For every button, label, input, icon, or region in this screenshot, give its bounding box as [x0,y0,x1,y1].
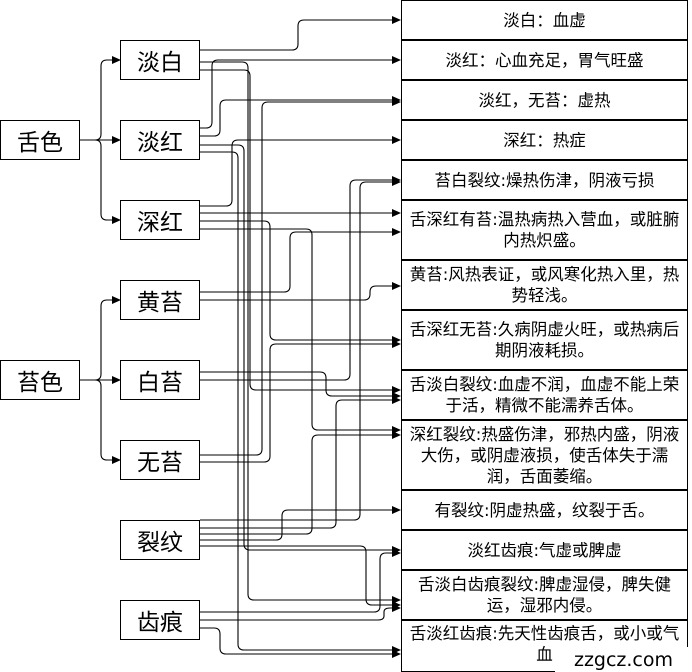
result-text: 深红：热症 [503,130,586,150]
result-text: 淡白：血虚 [503,10,586,30]
category-label: 苔色 [17,370,63,396]
result-box: 淡红，无苔：虚热 [401,80,688,120]
feature-label: 黄苔 [137,290,183,316]
result-box: 舌深红有苔:温热病热入营血，或脏腑内热炽盛。 [401,200,688,260]
edge-none-r3 [200,98,401,456]
result-box: 苔白裂纹:燥热伤津，阴液亏损 [401,160,688,200]
edge-tongue-pale [80,56,121,141]
result-box: 深红：热症 [401,120,688,160]
result-text: 舌淡白裂纹:血虚不润，血虚不能上荣于活，精微不能濡养舌体。 [409,375,680,415]
result-text: 淡红齿痕:气虚或脾虚 [467,540,622,560]
edge-fissure-r10 [200,431,401,535]
edge-coating-yellow [80,296,121,381]
result-text: 黄苔:风热表证，或风寒化热入里，热势轻浅。 [409,265,680,305]
edge-teeth-r14 [200,627,401,658]
result-box: 淡白：血虚 [401,0,688,40]
feature-pale: 淡白 [120,40,200,80]
feature-label: 无苔 [137,450,183,476]
edge-lightred-r3 [200,96,401,137]
edge-deepred-r4 [200,136,401,207]
edge-white-r5 [200,176,401,381]
edge-teeth-r12 [200,549,401,613]
edge-deepred-r8 [200,220,401,344]
feature-light-red: 淡红 [120,120,200,160]
edge-yellow-r7 [200,282,401,301]
feature-fissure: 裂纹 [120,520,200,560]
feature-yellow-coating: 黄苔 [120,280,200,320]
category-tongue-color: 舌色 [0,120,80,160]
result-text: 有裂纹:阴虚热盛，纹裂于舌。 [434,500,655,520]
result-box: 舌淡红齿痕:先天性齿痕舌，或小或气血 [401,620,688,672]
result-box: 黄苔:风热表证，或风寒化热入里，热势轻浅。 [401,260,688,310]
feature-no-coating: 无苔 [120,440,200,480]
edge-lightred-r12 [200,144,401,554]
edge-yellow-r6 [200,228,401,293]
category-label: 舌色 [17,130,63,156]
feature-white-coating: 白苔 [120,360,200,400]
result-box: 舌淡白裂纹:血虚不润，血虚不能上荣于活，精微不能濡养舌体。 [401,370,688,420]
result-box: 舌淡白齿痕裂纹:脾虚湿侵，脾失健运，湿邪内侵。 [401,570,688,620]
result-text: 舌淡白齿痕裂纹:脾虚湿侵，脾失健运，湿邪内侵。 [417,575,672,615]
edge-pale-r9 [200,69,401,394]
result-box: 淡红：心血充足，胃气旺盛 [401,40,688,80]
edge-none-r8 [200,340,401,463]
feature-label: 深红 [137,210,183,236]
result-text: 舌深红无苔:久病阴虚火旺，或热病后期阴液耗损。 [409,320,680,360]
edge-teeth-r13 [200,604,401,621]
result-box: 有裂纹:阴虚热盛，纹裂于舌。 [401,490,688,530]
edge-fissure-r13 [200,545,401,609]
feature-label: 淡白 [137,50,183,76]
feature-label: 裂纹 [137,530,183,556]
feature-label: 齿痕 [137,610,183,636]
feature-label: 淡红 [137,130,183,156]
feature-teeth-marks: 齿痕 [120,600,200,640]
result-text: 淡红，无苔：虚热 [478,90,611,110]
edge-coating-none [80,379,121,464]
watermark: zzgcz.com [555,647,692,672]
result-box: 舌深红无苔:久病阴虚火旺，或热病后期阴液耗损。 [401,310,688,370]
edge-lightred-r14 [200,151,401,654]
edge-pale-r13 [200,61,401,604]
edge-pale-r1 [200,16,401,51]
edge-tongue-deepred [80,139,121,224]
result-box: 淡红齿痕:气虚或脾虚 [401,530,688,570]
edge-lightred-r2 [200,56,401,129]
edge-white-r9 [200,371,401,400]
result-box: 深红裂纹:热盛伤津，邪热内盛，阴液大伤，或阴虚液损，使舌体失于濡润，舌面萎缩。 [401,420,688,490]
category-coating-color: 苔色 [0,360,80,400]
feature-label: 白苔 [137,370,183,396]
result-text: 舌淡红齿痕:先天性齿痕舌，或小或气血 [409,624,680,664]
result-text: 苔白裂纹:燥热伤津，阴液亏损 [434,170,655,190]
edge-fissure-r11 [200,506,401,541]
feature-deep-red: 深红 [120,200,200,240]
edge-fissure-r9 [200,396,401,529]
edge-deepred-r10 [200,228,401,434]
result-text: 舌深红有苔:温热病热入营血，或脏腑内热炽盛。 [409,210,680,250]
edge-fissure-r5 [200,178,401,521]
result-text: 深红裂纹:热盛伤津，邪热内盛，阴液大伤，或阴虚液损，使舌体失于濡润，舌面萎缩。 [409,424,680,486]
result-text: 淡红：心血充足，胃气旺盛 [445,50,644,70]
